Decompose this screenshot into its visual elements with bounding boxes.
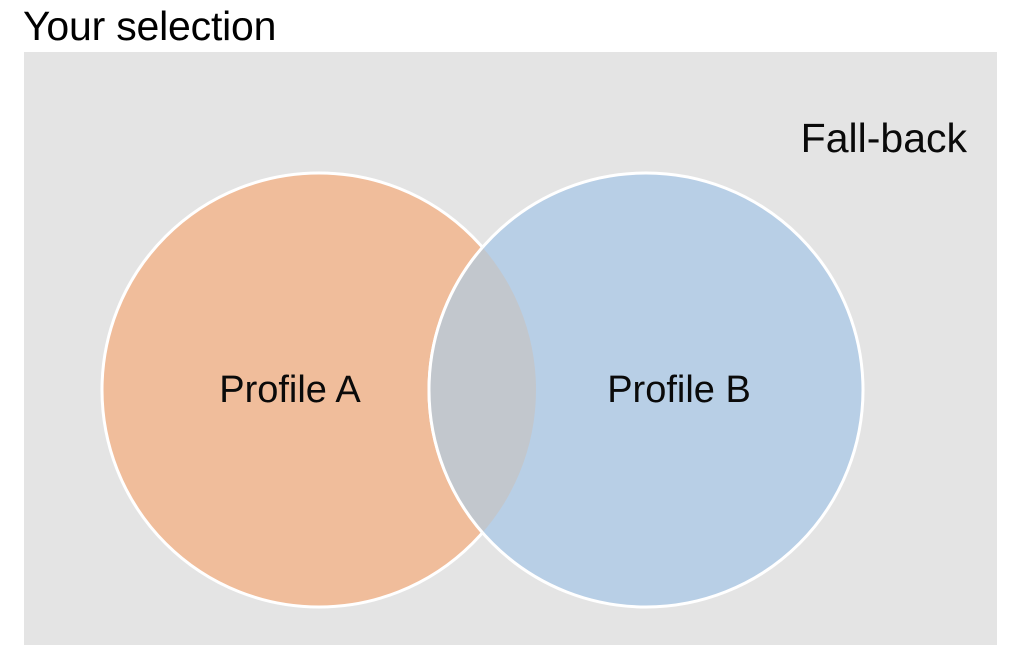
page-title: Your selection bbox=[23, 3, 277, 49]
venn-intersection-region[interactable] bbox=[427, 173, 863, 607]
venn-svg bbox=[100, 171, 865, 609]
venn-panel: Fall-back Profile A Profile B bbox=[24, 52, 997, 645]
fallback-label: Fall-back bbox=[800, 115, 967, 161]
